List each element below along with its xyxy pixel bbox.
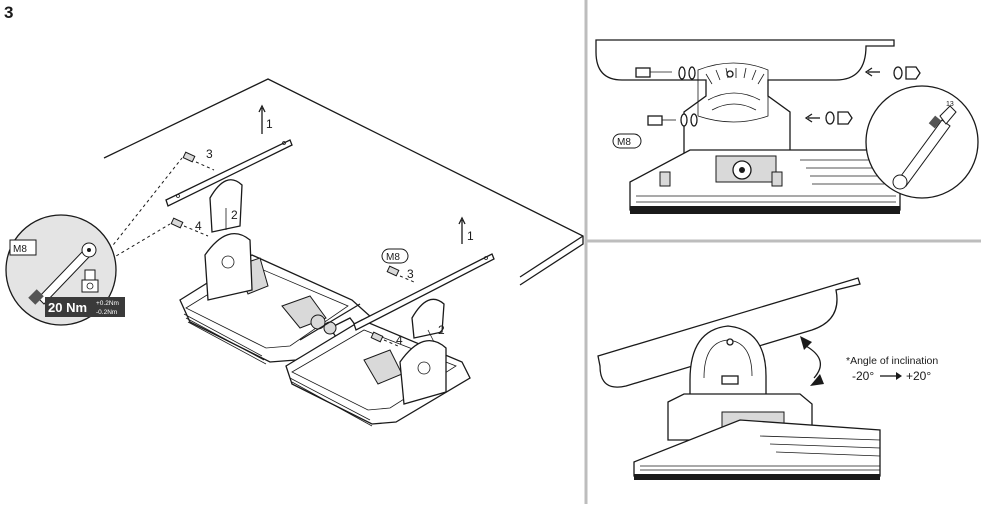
bolt-right: [386, 265, 415, 283]
wrench-inset: [865, 85, 979, 199]
callout-bracket-left: 1: [266, 117, 273, 131]
callout-nut-right: 4: [396, 333, 403, 347]
callout-arm-right: 2: [438, 323, 445, 337]
torque-value: 20 Nm: [48, 300, 87, 315]
luminaire-housing-right: [285, 319, 471, 427]
bolt-left: [182, 151, 215, 171]
torque-label-bg: [45, 297, 125, 317]
nut-left: [170, 217, 209, 237]
torque-bolt-size: M8: [13, 244, 27, 255]
mounting-bracket-left: [165, 104, 293, 207]
inclination-label: *Angle of inclination: [846, 355, 938, 367]
centre-hinge: [299, 303, 361, 341]
mounting-arm-right: [411, 298, 445, 343]
bolt-size-tag-right: [381, 248, 409, 264]
bolt-size-tag-detail: [612, 133, 642, 149]
torque-tol-minus: -0.2Nm: [96, 309, 117, 316]
callout-bolt-right: 3: [407, 267, 414, 281]
bolt-size-box: [9, 239, 37, 256]
nut-right: [370, 331, 399, 347]
rotation-arrow-icon: [800, 336, 824, 386]
bolt-size-right: M8: [386, 252, 400, 263]
bolt-detail-lower: [647, 113, 698, 127]
leader-torque-top: [105, 157, 183, 255]
torque-tol-plus: +0.2Nm: [96, 300, 119, 307]
step-number: 3: [4, 3, 13, 22]
nut-detail-upper: [864, 66, 921, 80]
torque-inset: [5, 214, 125, 326]
torque-wrench-icon: [28, 242, 97, 305]
inclination-min: -20°: [852, 369, 874, 383]
leader-torque-bottom: [105, 223, 171, 263]
nut-detail-lower: [804, 111, 853, 125]
socket-icon: [81, 269, 99, 293]
ceiling-plane: [103, 78, 584, 286]
hinge-detail: [659, 155, 783, 187]
mounting-bracket-right: [353, 216, 495, 331]
wrench-size: 13: [946, 101, 954, 108]
mounting-arm-left: [209, 179, 243, 233]
callout-bracket-right: 1: [467, 229, 474, 243]
range-arrow-icon: [880, 372, 902, 380]
spanner-icon: [892, 105, 957, 190]
bolt-size-detail: M8: [617, 137, 631, 148]
heatsink-fins-lower: [759, 435, 881, 457]
inclination-view: [597, 277, 881, 480]
callout-arm-left: 2: [231, 208, 238, 222]
inclination-max: +20°: [906, 369, 931, 383]
bolt-detail-upper: [635, 66, 696, 80]
callout-bolt-left: 3: [206, 147, 213, 161]
callout-nut-left: 4: [195, 219, 202, 233]
